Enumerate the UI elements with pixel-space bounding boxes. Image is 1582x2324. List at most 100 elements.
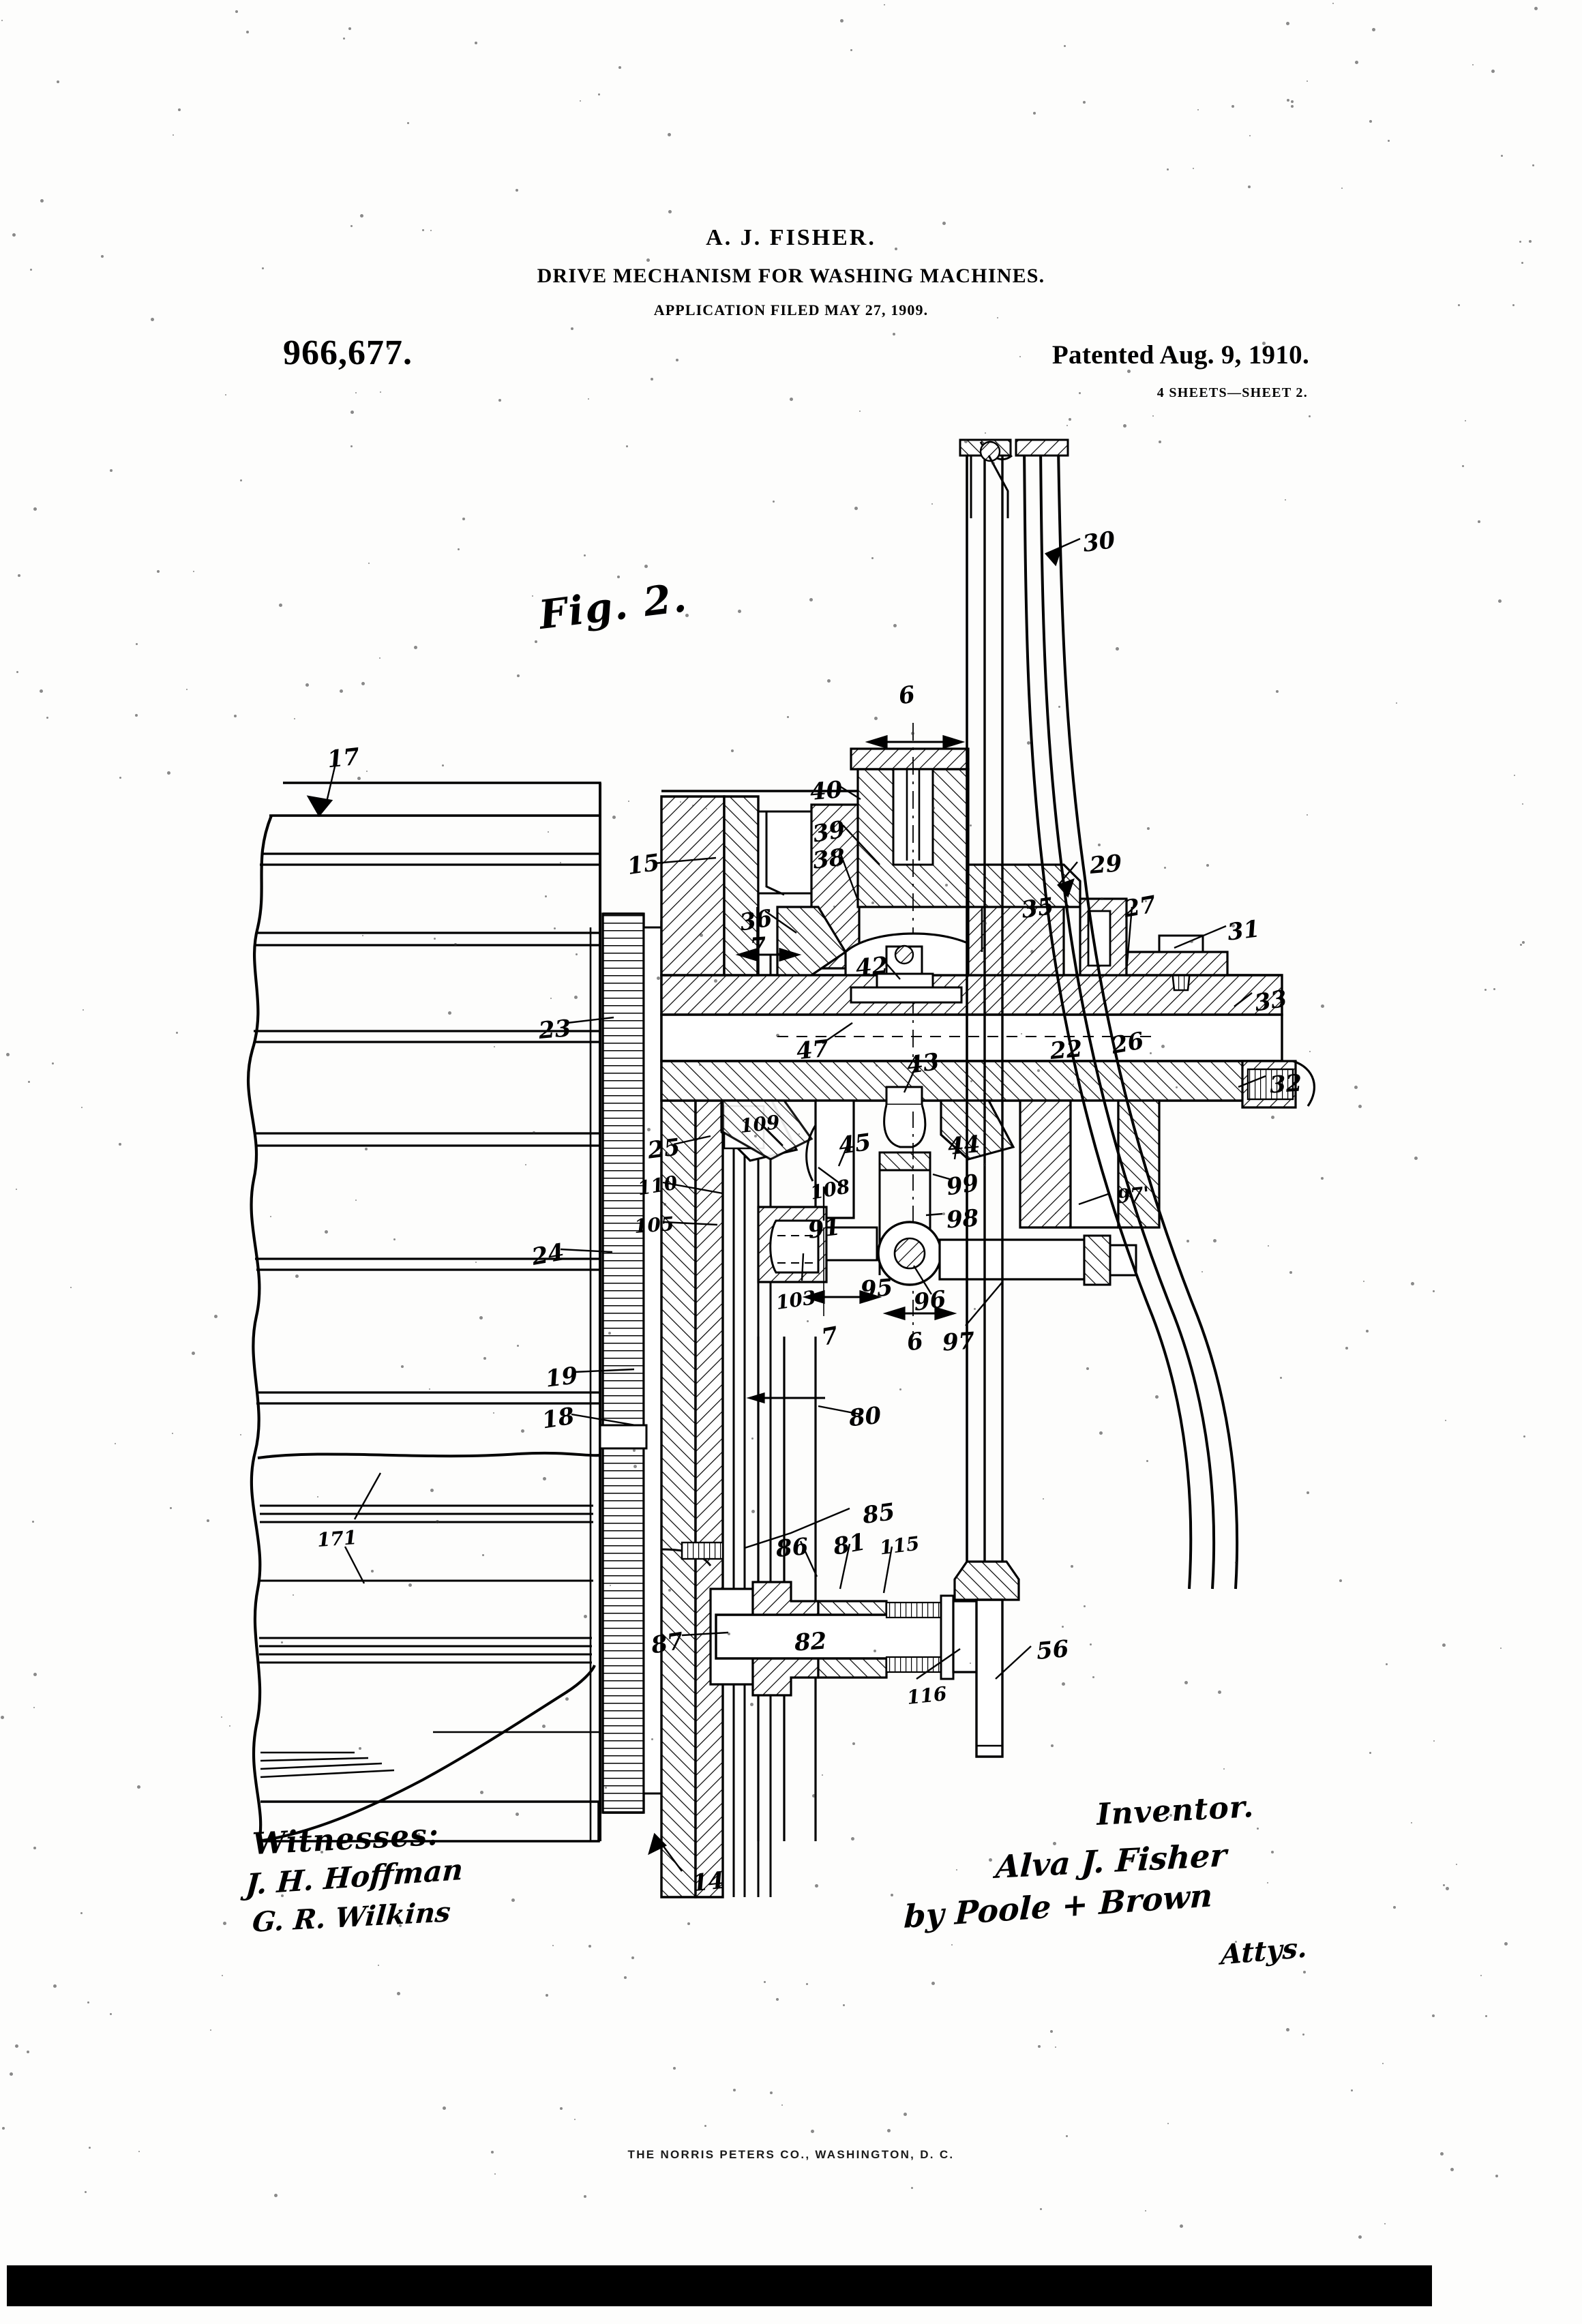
speckle bbox=[1354, 1086, 1358, 1089]
speckle bbox=[542, 1725, 546, 1728]
reference-numeral-17: 17 bbox=[326, 743, 361, 774]
patent-date: Patented Aug. 9, 1910. bbox=[1051, 340, 1309, 370]
speckle bbox=[918, 1079, 919, 1080]
speckle bbox=[1090, 1643, 1092, 1645]
speckle bbox=[360, 214, 363, 218]
speckle bbox=[30, 269, 32, 271]
speckle bbox=[1446, 1887, 1449, 1890]
speckle bbox=[1037, 1069, 1040, 1072]
speckle bbox=[167, 771, 170, 775]
speckle bbox=[225, 394, 226, 396]
speckle bbox=[1235, 1941, 1237, 1943]
speckle bbox=[956, 1869, 957, 1871]
speckle bbox=[1161, 1045, 1165, 1048]
speckle bbox=[365, 1148, 368, 1150]
speckle bbox=[87, 2001, 89, 2003]
speckle bbox=[673, 2067, 676, 2070]
speckle bbox=[517, 1345, 519, 1347]
speckle bbox=[52, 1062, 54, 1064]
speckle bbox=[781, 2104, 783, 2106]
scan-edge-bar bbox=[7, 2265, 1432, 2306]
reference-numeral-43: 43 bbox=[905, 1047, 941, 1080]
application-filed-line: APPLICATION FILED MAY 27, 1909. bbox=[653, 301, 929, 318]
speckle bbox=[574, 996, 578, 999]
speckle bbox=[588, 1945, 591, 1948]
speckle bbox=[1169, 1814, 1172, 1817]
speckle bbox=[548, 831, 549, 833]
speckle bbox=[1038, 2045, 1041, 2048]
speckle bbox=[644, 565, 648, 568]
speckle bbox=[631, 1956, 634, 1959]
speckle bbox=[851, 1837, 854, 1841]
speckle bbox=[1021, 1033, 1022, 1034]
speckle bbox=[699, 1064, 701, 1066]
speckle bbox=[1307, 80, 1308, 82]
speckle bbox=[172, 1433, 173, 1434]
speckle bbox=[714, 979, 717, 983]
speckle bbox=[598, 93, 600, 95]
reference-numeral-36: 36 bbox=[738, 904, 775, 937]
speckle bbox=[843, 2004, 845, 2006]
speckle bbox=[1443, 1884, 1445, 1886]
speckle bbox=[1493, 988, 1495, 990]
speckle bbox=[494, 2173, 496, 2175]
reference-numeral-99: 99 bbox=[944, 1169, 981, 1202]
speckle bbox=[1433, 1290, 1435, 1292]
speckle bbox=[1071, 1565, 1073, 1568]
speckle bbox=[647, 1128, 651, 1131]
speckle bbox=[1235, 1562, 1237, 1564]
speckle bbox=[80, 1912, 83, 1914]
speckle bbox=[610, 1585, 611, 1586]
speckle bbox=[350, 411, 354, 414]
speckle bbox=[279, 604, 282, 607]
speckle bbox=[680, 801, 681, 803]
speckle bbox=[1393, 1906, 1396, 1909]
speckle bbox=[874, 717, 878, 720]
speckle bbox=[1268, 1245, 1269, 1247]
speckle bbox=[1113, 358, 1114, 359]
reference-numeral-6: 6 bbox=[897, 681, 917, 711]
speckle bbox=[704, 2125, 706, 2127]
reference-numeral-7: 7 bbox=[819, 1322, 840, 1352]
reference-numeral-47: 47 bbox=[795, 1034, 831, 1066]
speckle bbox=[2, 2127, 5, 2130]
speckle bbox=[1223, 1768, 1225, 1770]
reference-numeral-31: 31 bbox=[1225, 915, 1262, 947]
speckle bbox=[81, 1107, 83, 1108]
speckle bbox=[494, 1046, 495, 1047]
speckle bbox=[692, 805, 693, 806]
speckle bbox=[176, 1032, 178, 1034]
speckle bbox=[1064, 45, 1066, 47]
speckle bbox=[1462, 465, 1464, 467]
speckle bbox=[586, 932, 588, 933]
speckle bbox=[294, 718, 295, 719]
reference-numeral-86: 86 bbox=[775, 1533, 809, 1563]
speckle bbox=[362, 935, 363, 936]
speckle bbox=[983, 1163, 986, 1166]
speckle bbox=[624, 1976, 627, 1979]
speckle bbox=[827, 679, 831, 683]
speckle bbox=[325, 1230, 328, 1234]
speckle bbox=[525, 1164, 526, 1165]
speckle bbox=[970, 1663, 971, 1664]
speckle bbox=[207, 1519, 209, 1522]
reference-numeral-171: 171 bbox=[316, 1526, 358, 1551]
speckle bbox=[1411, 1282, 1414, 1285]
speckle bbox=[1369, 1752, 1371, 1754]
speckle bbox=[554, 927, 556, 929]
speckle bbox=[571, 327, 573, 330]
speckle bbox=[361, 682, 365, 685]
speckle bbox=[1396, 702, 1397, 704]
speckle bbox=[1248, 185, 1251, 188]
speckle bbox=[28, 1081, 30, 1083]
speckle bbox=[193, 571, 194, 572]
speckle bbox=[434, 938, 436, 940]
speckle bbox=[942, 222, 946, 225]
speckle bbox=[475, 42, 477, 44]
speckle bbox=[350, 445, 353, 447]
reference-numeral-110: 110 bbox=[636, 1171, 679, 1200]
speckle bbox=[442, 764, 444, 766]
speckle bbox=[85, 2191, 87, 2193]
